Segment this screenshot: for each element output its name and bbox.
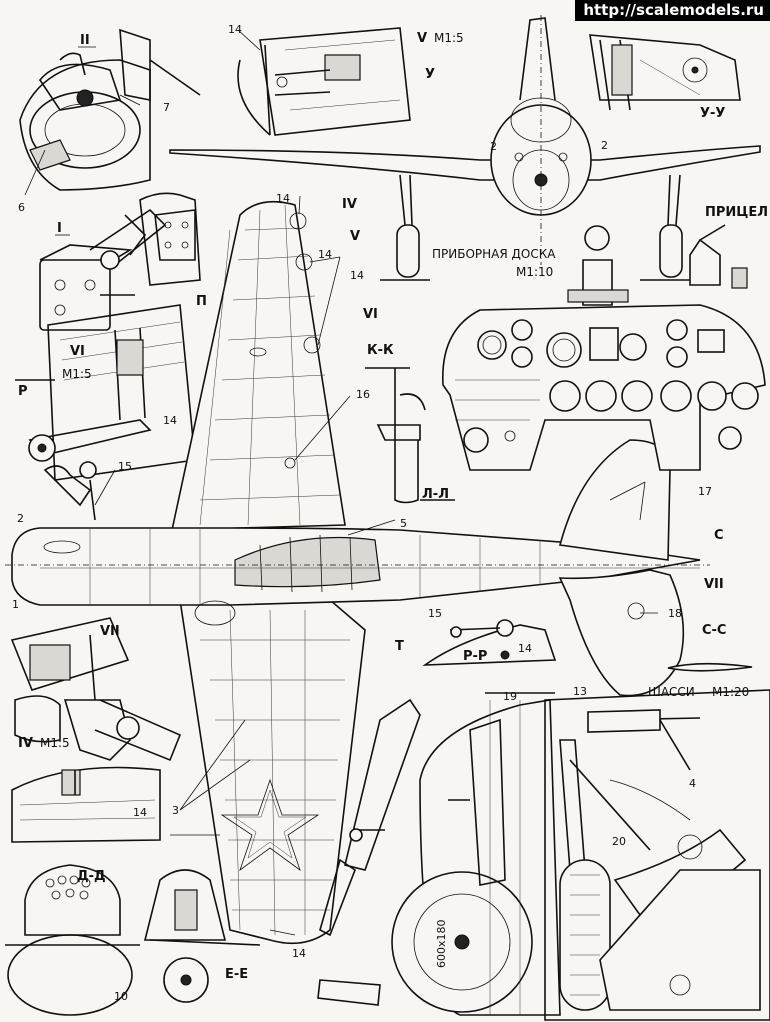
callout-3: 3 — [172, 804, 179, 817]
callout-14: 14 — [163, 414, 177, 427]
section-DD — [5, 864, 140, 1016]
front-view — [169, 15, 761, 281]
label-VII-left: VII — [100, 624, 120, 639]
label-instrument-panel: ПРИБОРНАЯ ДОСКА — [432, 247, 556, 261]
instrument-panel — [442, 225, 766, 471]
label-shassi: ШАССИ — [648, 685, 695, 699]
label-VI-b: VI — [363, 307, 378, 322]
callout-7: 7 — [163, 101, 170, 114]
label-IV: IV — [18, 736, 33, 751]
callout-numbers: 14 14 14 14 14 14 14 14 7 6 2 2 2 15 15 … — [12, 23, 712, 1003]
gunsight-detail — [689, 224, 748, 289]
labels: II I П Р VI M1:5 IV V VI V M1:5 У У-У ПР… — [18, 31, 768, 982]
callout-20: 20 — [612, 835, 626, 848]
callout-2: 2 — [17, 512, 24, 525]
callout-14: 14 — [518, 642, 532, 655]
callout-14: 14 — [276, 192, 290, 205]
callout-4: 4 — [689, 777, 696, 790]
callout-15: 15 — [428, 607, 442, 620]
label-I: I — [57, 221, 62, 236]
detail-VI-hinge — [15, 304, 196, 521]
callout-2: 2 — [490, 140, 497, 153]
landing-gear-left — [317, 698, 421, 1006]
label-V-top: V — [350, 229, 360, 244]
label-instrument-panel-scale: M1:10 — [516, 265, 553, 279]
watermark-url: http://scalemodels.ru — [575, 0, 770, 21]
callout-1: 1 — [12, 598, 19, 611]
section-KK-LL — [365, 367, 455, 504]
section-CC — [667, 662, 753, 672]
label-VI-a-scale: M1:5 — [62, 367, 92, 381]
label-T: Т — [395, 639, 404, 654]
callout-14: 14 — [292, 947, 306, 960]
label-CC: С-С — [702, 623, 726, 638]
label-V: V — [417, 31, 427, 46]
label-IV-top: IV — [342, 197, 357, 212]
landing-gear-right — [544, 689, 770, 1021]
callout-14: 14 — [318, 248, 332, 261]
callout-2: 2 — [601, 139, 608, 152]
label-wheel-size: 600x180 — [435, 919, 448, 968]
label-UU: У-У — [700, 106, 725, 121]
callout-18: 18 — [668, 607, 682, 620]
callout-14: 14 — [350, 269, 364, 282]
callout-5: 5 — [400, 517, 407, 530]
label-R: Р — [18, 384, 28, 399]
callout-15: 15 — [118, 460, 132, 473]
detail-VII — [10, 617, 182, 762]
callout-14: 14 — [133, 806, 147, 819]
label-VI-a: VI — [70, 344, 85, 359]
label-II: II — [80, 33, 90, 48]
detail-UU — [589, 34, 741, 111]
label-V-scale: M1:5 — [434, 31, 464, 45]
callout-16: 16 — [356, 388, 370, 401]
landing-gear-center — [391, 692, 561, 1016]
label-DD: Д-Д — [77, 869, 106, 884]
label-C: С — [714, 528, 724, 543]
detail-I — [39, 208, 167, 331]
label-KK: К-К — [367, 343, 394, 358]
detail-P — [124, 192, 201, 286]
callout-6: 6 — [18, 201, 25, 214]
label-pricel: ПРИЦЕЛ — [705, 205, 768, 220]
callout-19: 19 — [503, 690, 517, 703]
detail-II-hinge — [19, 28, 201, 196]
label-U: У — [425, 67, 435, 82]
plan-view — [5, 195, 710, 945]
label-P: П — [196, 294, 207, 309]
section-EE — [143, 869, 261, 1003]
callout-13: 13 — [573, 685, 587, 698]
section-PP — [422, 619, 557, 666]
label-shassi-scale: M1:20 — [712, 685, 749, 699]
label-LL: Л-Л — [422, 487, 449, 502]
detail-V-hinge — [237, 27, 411, 136]
label-IV-scale: M1:5 — [40, 736, 70, 750]
label-EE: Е-Е — [225, 967, 248, 982]
callout-17: 17 — [698, 485, 712, 498]
label-RR: Р-Р — [463, 649, 487, 664]
callout-14: 14 — [228, 23, 242, 36]
callout-10: 10 — [114, 990, 128, 1003]
label-VII-right: VII — [704, 577, 724, 592]
detail-IV — [11, 766, 161, 843]
